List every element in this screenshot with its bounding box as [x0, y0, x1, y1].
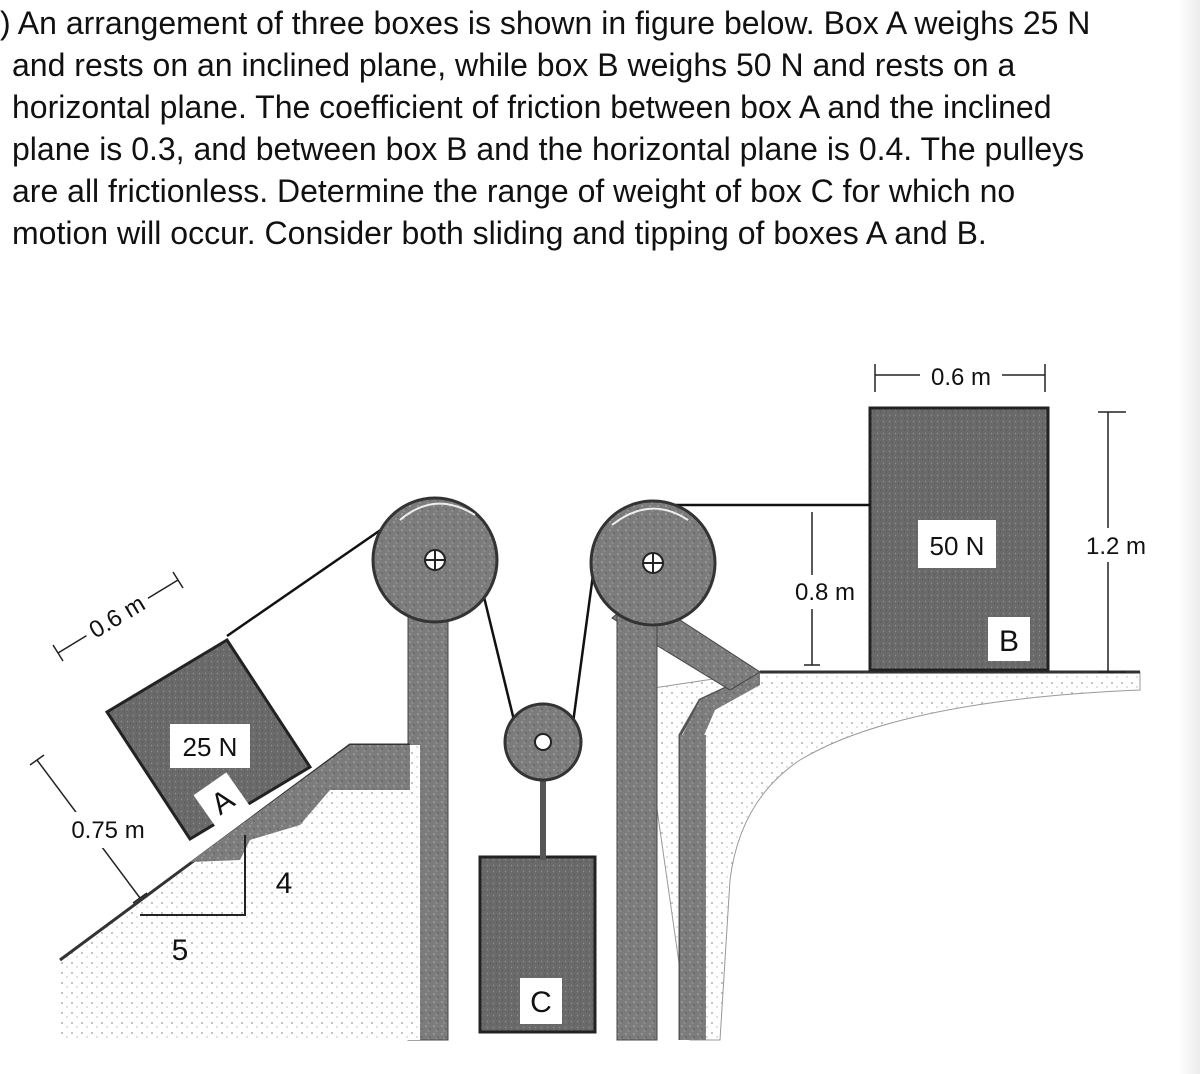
box-b-weight-label: 50 N: [930, 531, 985, 561]
box-a: 25 N A: [104, 637, 313, 842]
problem-line: are all frictionless. Determine the rang…: [12, 173, 1016, 209]
rope-right-to-c: [568, 559, 597, 746]
slope-run-label: 5: [172, 934, 189, 967]
box-c: C: [478, 855, 597, 1034]
dim-rope-height: 0.8 m: [785, 512, 865, 666]
problem-statement: ) An arrangement of three boxes is shown…: [0, 0, 1190, 260]
problem-line: and rests on an inclined plane, while bo…: [12, 47, 1016, 83]
dim-b-height-label: 1.2 m: [1086, 533, 1146, 560]
problem-line: plane is 0.3, and between box B and the …: [12, 131, 1085, 167]
dim-rope-height-label: 0.8 m: [795, 579, 855, 606]
box-b-letter: B: [999, 625, 1019, 658]
incline-plane: [59, 743, 420, 1040]
pulley-right: [589, 499, 717, 627]
box-a-weight-label: 25 N: [183, 732, 238, 762]
dim-b-width: 0.6 m: [874, 358, 1046, 392]
box-c-letter: C: [530, 986, 552, 1019]
problem-line: motion will occur. Consider both sliding…: [12, 215, 987, 251]
box-b: 50 N B: [868, 406, 1050, 672]
dim-a-width: 0.6 m: [52, 571, 184, 662]
ground-right: [639, 670, 1141, 1041]
dim-a-height-label: 0.75 m: [71, 817, 144, 844]
pulley-left: [371, 496, 499, 624]
scan-edge-shade: [1178, 0, 1200, 1074]
dim-a-height: 0.75 m: [29, 754, 156, 904]
problem-line: ) An arrangement of three boxes is shown…: [0, 5, 1091, 41]
dim-b-height: 1.2 m: [1075, 411, 1157, 673]
rope-a: [226, 518, 396, 638]
pulley-c: [503, 702, 583, 782]
slope-rise-label: 4: [276, 867, 293, 900]
dim-b-width-label: 0.6 m: [931, 364, 991, 391]
problem-line: horizontal plane. The coefficient of fri…: [12, 89, 1052, 125]
